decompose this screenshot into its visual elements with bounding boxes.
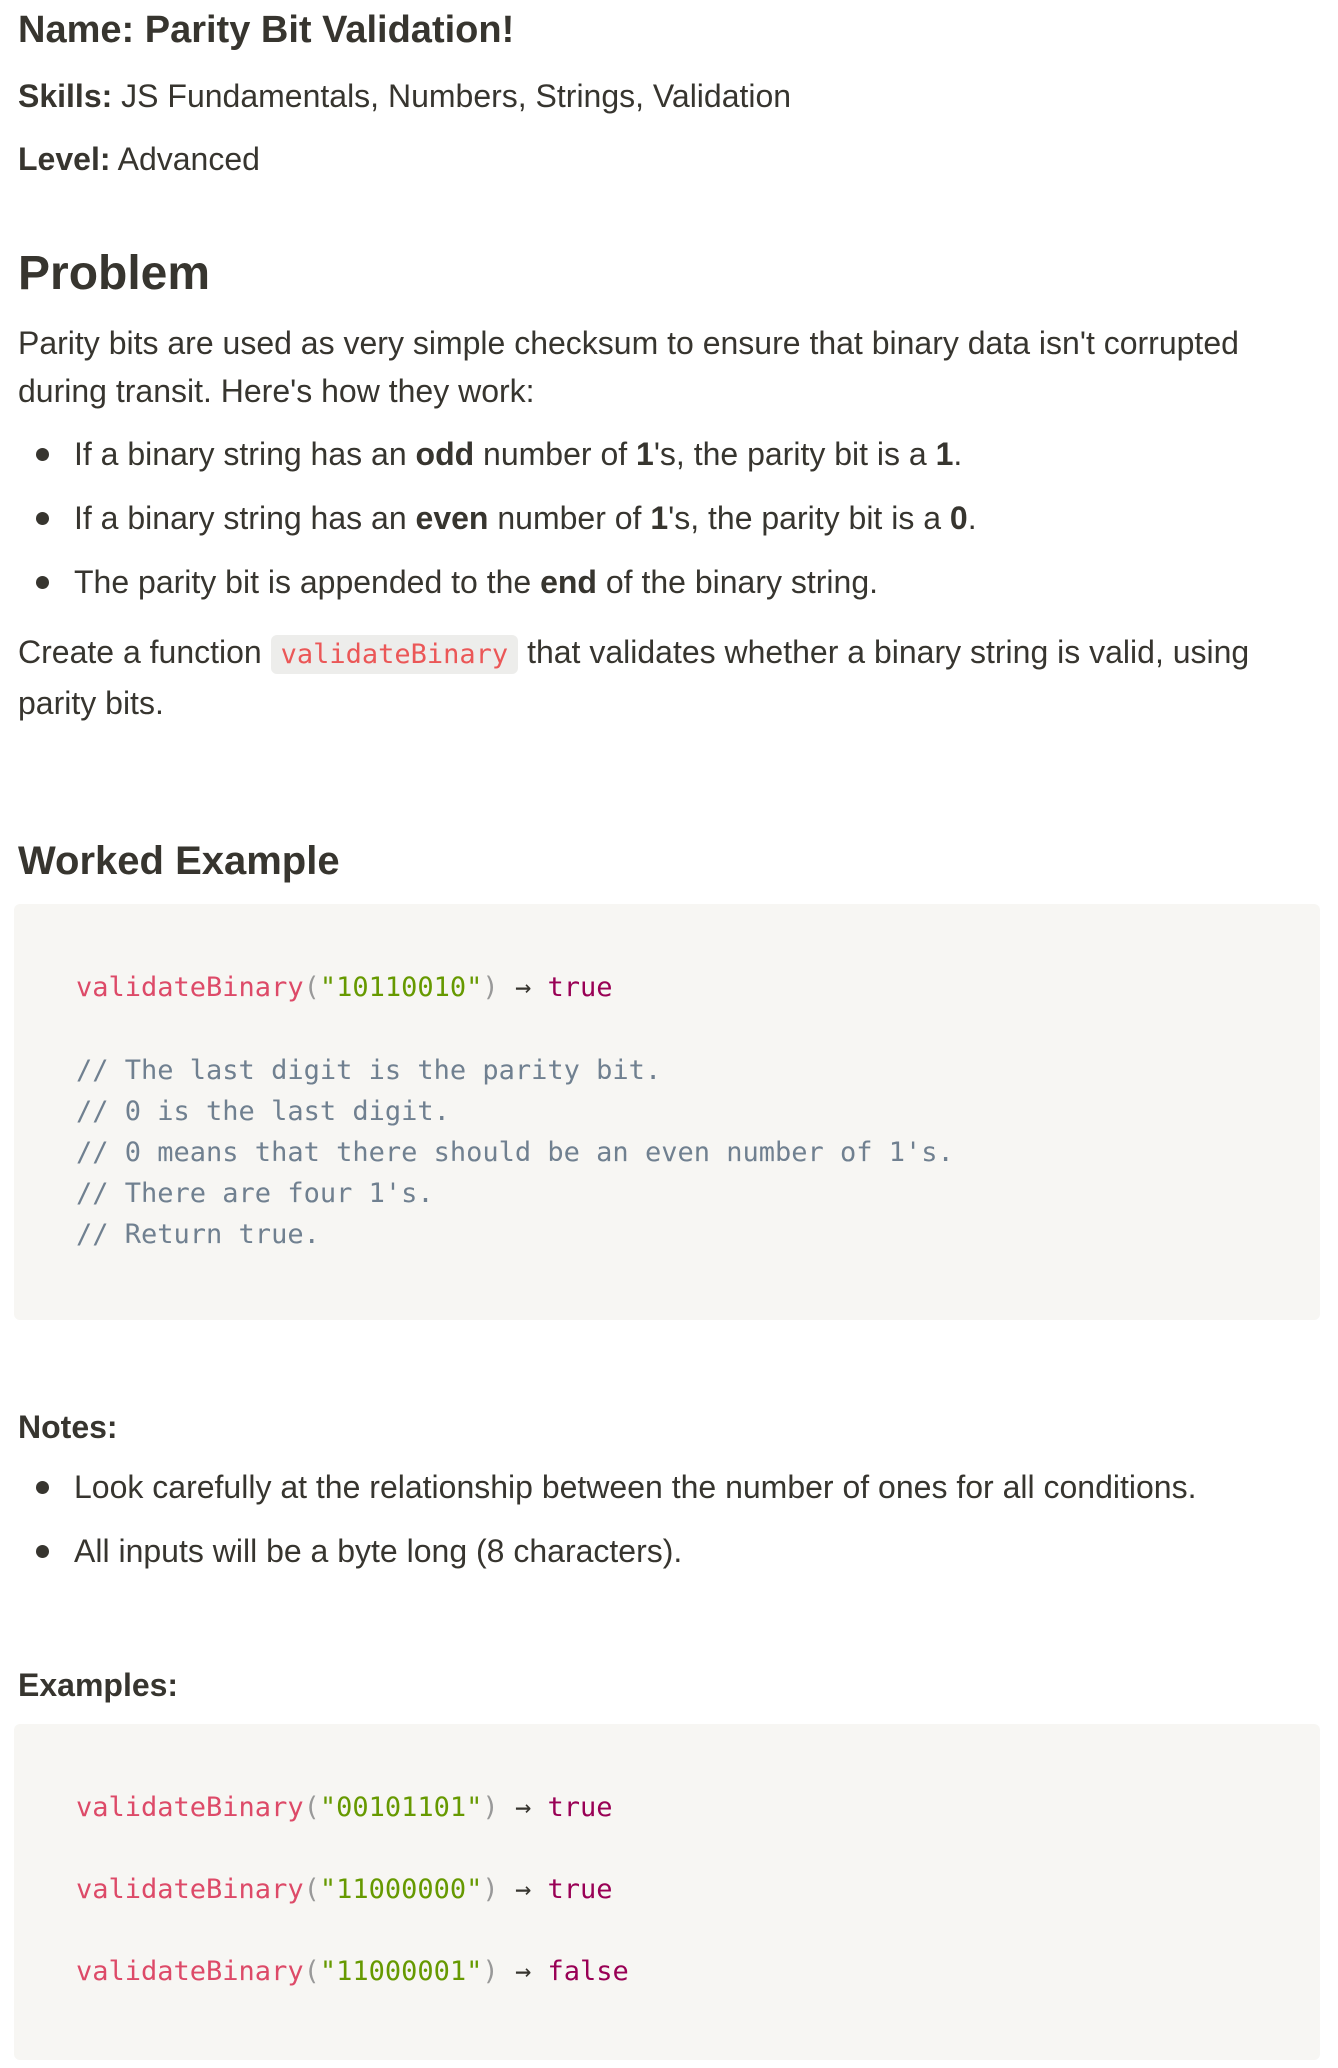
code-line: validateBinary("11000001") → false bbox=[76, 1956, 629, 1987]
code-line: validateBinary("10110010") → true bbox=[76, 972, 613, 1003]
code-comment: // 0 means that there should be an even … bbox=[76, 1137, 954, 1168]
skills-label: Skills: bbox=[18, 78, 113, 114]
code-line: validateBinary("00101101") → true bbox=[76, 1792, 613, 1823]
skills-value: JS Fundamentals, Numbers, Strings, Valid… bbox=[121, 78, 792, 114]
challenge-title: Name: Parity Bit Validation! bbox=[18, 4, 514, 56]
problem-intro: Parity bits are used as very simple chec… bbox=[18, 325, 1239, 409]
code-comment: // Return true. bbox=[76, 1219, 320, 1250]
bullet-dot bbox=[36, 1545, 49, 1558]
bullet-text: If a binary string has an even number of… bbox=[74, 500, 977, 536]
bullet-text: If a binary string has an odd number of … bbox=[74, 436, 963, 472]
examples-heading: Examples: bbox=[18, 1667, 179, 1703]
bullet-text: The parity bit is appended to the end of… bbox=[74, 564, 878, 600]
worked-example-codeblock: validateBinary("10110010") → true // The… bbox=[14, 904, 1320, 1320]
bullet-text: All inputs will be a byte long (8 charac… bbox=[74, 1533, 683, 1569]
level-line: Level: Advanced bbox=[18, 137, 260, 181]
code-comment: // The last digit is the parity bit. bbox=[76, 1055, 662, 1086]
code-line: validateBinary("11000000") → true bbox=[76, 1874, 613, 1905]
level-value: Advanced bbox=[117, 141, 260, 177]
notes-heading: Notes: bbox=[18, 1409, 118, 1445]
level-label: Level: bbox=[18, 141, 111, 177]
name-label: Name: bbox=[18, 9, 135, 51]
code-comment: // There are four 1's. bbox=[76, 1178, 434, 1209]
bullet-dot bbox=[36, 1481, 49, 1494]
skills-line: Skills: JS Fundamentals, Numbers, String… bbox=[18, 74, 791, 118]
bullet-text: Look carefully at the relationship betwe… bbox=[74, 1469, 1197, 1505]
task-description: Create a function validateBinary that va… bbox=[18, 634, 1250, 721]
problem-heading: Problem bbox=[18, 247, 211, 300]
code-comment: // 0 is the last digit. bbox=[76, 1096, 450, 1127]
name-value: Parity Bit Validation! bbox=[144, 9, 515, 51]
worked-example-heading: Worked Example bbox=[18, 839, 340, 883]
function-name-code: validateBinary bbox=[270, 635, 519, 674]
bullet-dot bbox=[36, 512, 49, 525]
bullet-dot bbox=[36, 448, 49, 461]
examples-codeblock: validateBinary("00101101") → true valida… bbox=[14, 1724, 1320, 2060]
bullet-dot bbox=[36, 576, 49, 589]
